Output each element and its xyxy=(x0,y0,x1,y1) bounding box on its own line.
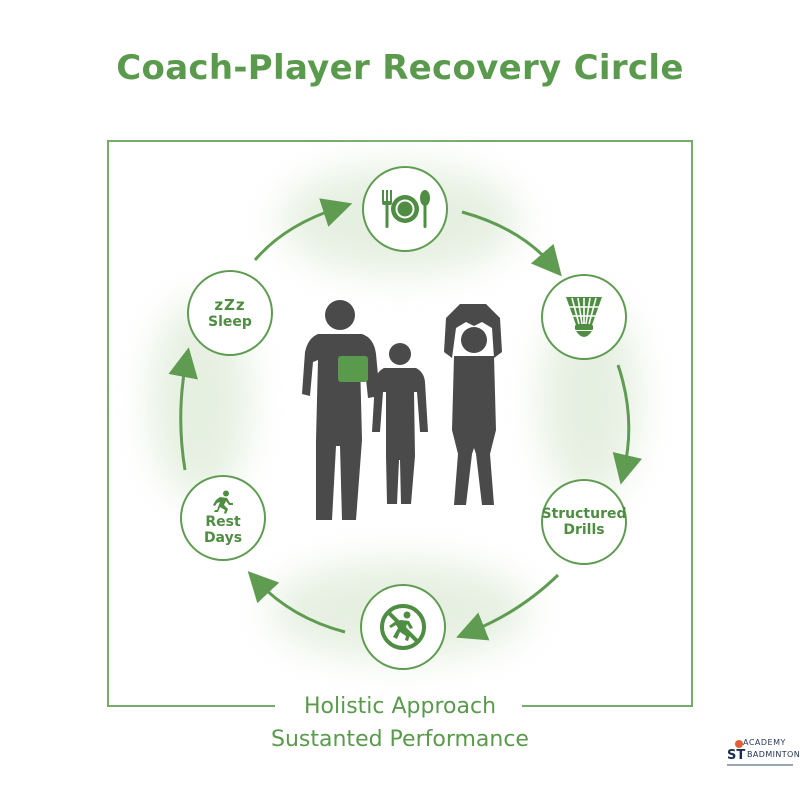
caption-line2: Sustanted Performance xyxy=(271,727,529,752)
node-rest-days: Rest Days xyxy=(180,475,266,561)
arrow-nutrition-to-badminton xyxy=(461,210,562,277)
logo-badminton-text: BADMINTON xyxy=(747,750,800,759)
node-nutrition xyxy=(362,166,448,252)
node-badminton xyxy=(541,274,627,360)
zzz-icon: zZz xyxy=(214,296,246,314)
fork-plate-spoon-icon xyxy=(382,190,430,228)
rest-label-line2: Days xyxy=(203,530,243,546)
logo-mark-icon xyxy=(735,740,743,748)
node-structured-drills: Structured Drills xyxy=(541,479,627,565)
arrow-drills-to-no-overtraining xyxy=(456,573,560,641)
stretching-player-silhouette xyxy=(444,304,502,505)
arrow-sleep-to-nutrition xyxy=(253,198,353,261)
arrow-rest-to-sleep xyxy=(168,347,198,471)
caption-line1: Holistic Approach xyxy=(303,694,497,719)
coach-silhouette xyxy=(302,300,380,520)
logo-st-text: ST xyxy=(727,748,746,763)
frame-bottom-left xyxy=(107,705,275,707)
no-running-icon xyxy=(380,604,426,650)
sleep-label: Sleep xyxy=(208,314,252,330)
logo-academy-text: ACADEMY xyxy=(743,738,786,747)
drills-label-line2: Drills xyxy=(563,522,605,538)
shuttlecock-icon xyxy=(566,297,602,337)
node-sleep: zZz Sleep xyxy=(187,270,273,356)
arrow-badminton-to-drills xyxy=(612,364,642,485)
page-title: Coach-Player Recovery Circle xyxy=(116,48,684,88)
drills-label-line1: Structured xyxy=(541,506,627,522)
node-no-overtraining xyxy=(360,584,446,670)
rest-label-line1: Rest xyxy=(205,514,241,530)
academy-logo: ACADEMY ST BADMINTON xyxy=(725,738,800,776)
logo-underline xyxy=(727,764,793,766)
arrow-no-overtraining-to-rest xyxy=(247,571,346,634)
frame-bottom-right xyxy=(522,705,693,707)
running-person-icon xyxy=(213,490,233,514)
frame-border xyxy=(107,140,693,707)
young-player-silhouette xyxy=(372,343,428,504)
